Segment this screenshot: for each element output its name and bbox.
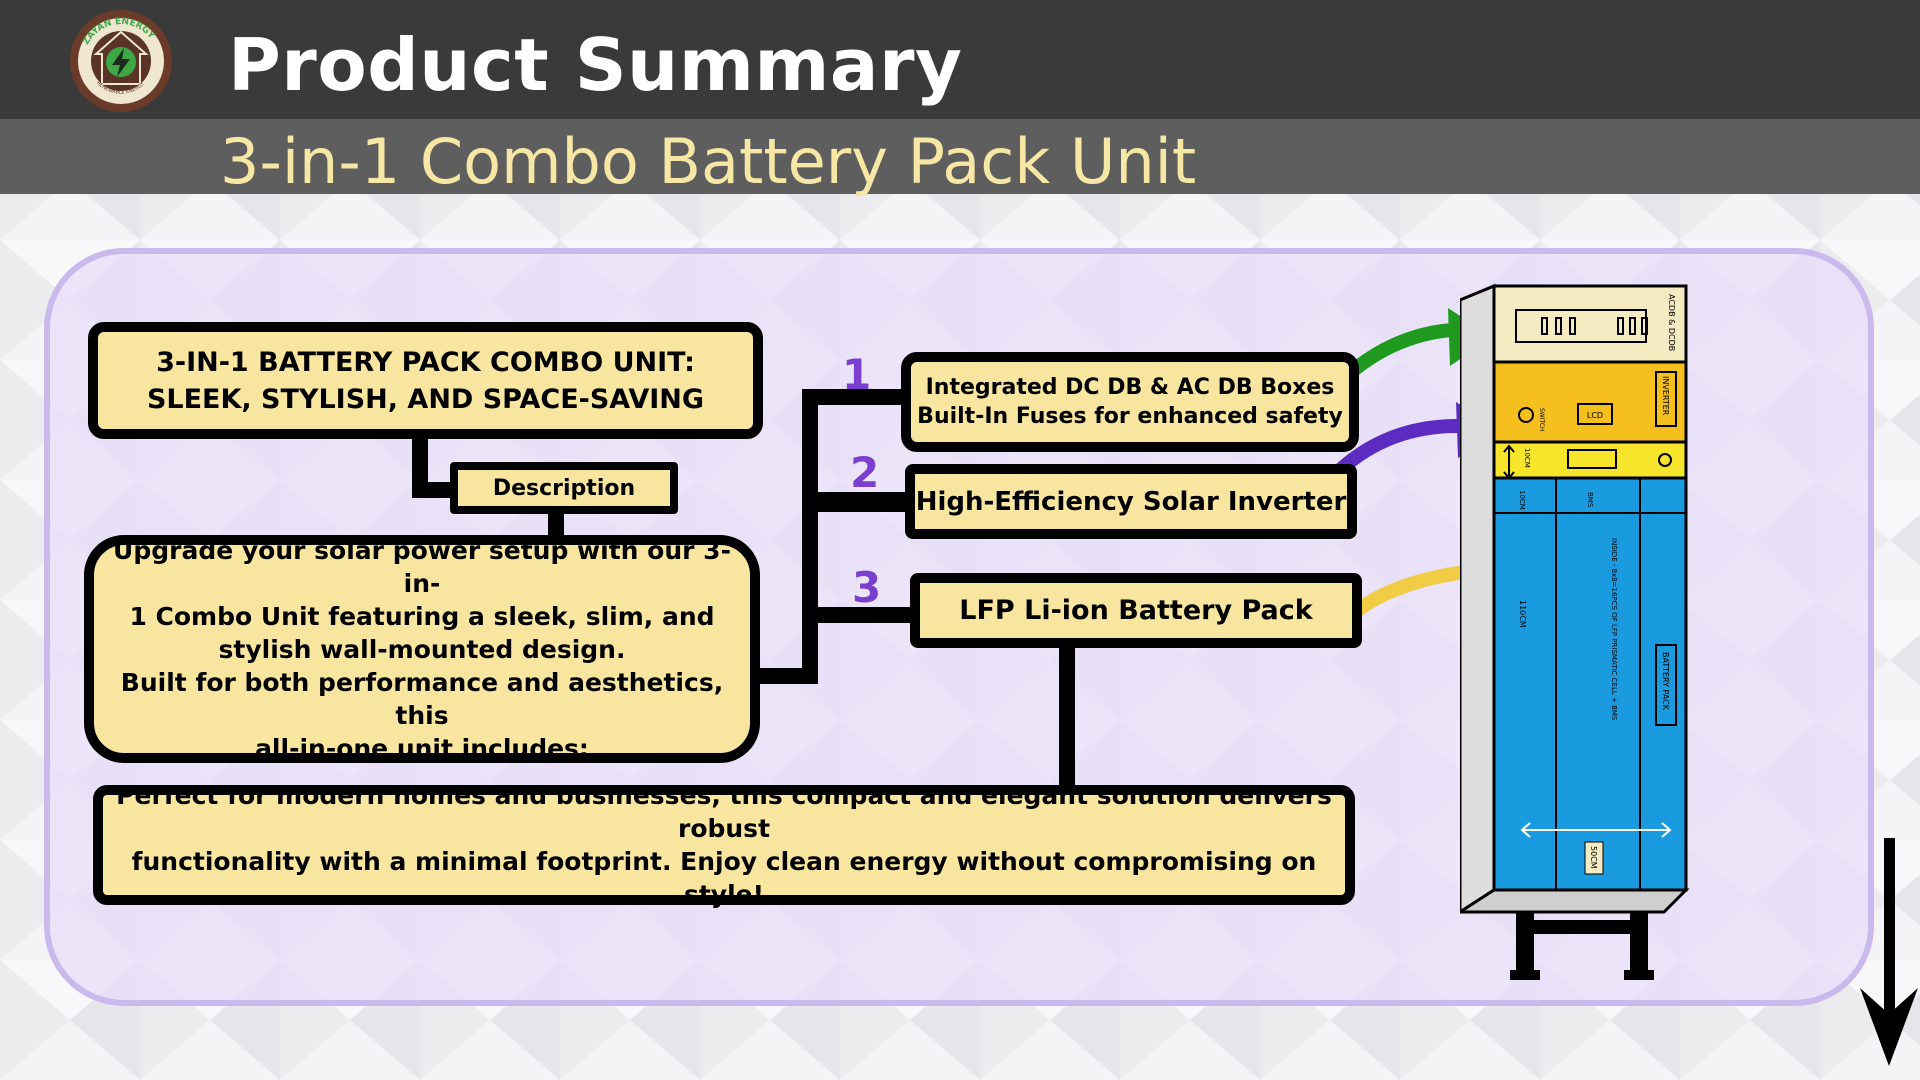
- down-arrow-icon: [1860, 838, 1918, 1066]
- inside-label: INSIDE - 8x8=16PCS OF LFP PRISMATIC CELL…: [1610, 538, 1618, 721]
- feature-1-line-2: Built-In Fuses for enhanced safety: [917, 404, 1343, 429]
- purple-arrow-shaft: [1335, 418, 1461, 476]
- company-logo: ZAYAN ENERGY RENEWABLE ENERGY: [70, 10, 172, 112]
- feature-2-number: 2: [850, 448, 880, 497]
- bms-label: BMS: [1586, 492, 1594, 508]
- feature-1-line-1: Integrated DC DB & AC DB Boxes: [925, 375, 1335, 400]
- dim-50cm: 50CM: [1589, 846, 1598, 869]
- feature-3-box: LFP Li-ion Battery Pack: [910, 573, 1362, 648]
- intro-line-3: stylish wall-mounted design.: [218, 634, 626, 664]
- feature-2-box: High-Efficiency Solar Inverter: [905, 464, 1357, 539]
- acdb-dcdb-section: [1492, 284, 1688, 364]
- intro-box: Upgrade your solar power setup with our …: [84, 535, 760, 763]
- intro-line-2: 1 Combo Unit featuring a sleek, slim, an…: [129, 601, 715, 631]
- intro-to-feature-1-line: [760, 389, 901, 684]
- page-title: Product Summary: [228, 23, 963, 107]
- intro-line-1: Upgrade your solar power setup with our …: [113, 535, 731, 598]
- intro-line-5: all-in-one unit includes:: [255, 733, 589, 763]
- intro-line-4: Built for both performance and aesthetic…: [120, 667, 724, 730]
- dim-10cm-b: 10CM: [1518, 490, 1526, 510]
- closing-line-2: functionality with a minimal footprint. …: [131, 847, 1317, 909]
- cabinet-side: [1460, 283, 1496, 914]
- battery-section: [1492, 476, 1688, 892]
- inverter-label: INVERTER: [1661, 376, 1670, 416]
- acdb-label: ACDB & DCDB: [1667, 294, 1676, 351]
- feature-1-number: 1: [842, 350, 872, 399]
- header-bar: [0, 0, 1920, 119]
- switch-label: SWITCH: [1538, 408, 1545, 432]
- cabinet-bottom: [1460, 888, 1690, 914]
- closing-box: Perfect for modern homes and businesses,…: [93, 781, 1355, 909]
- feature-3-number: 3: [852, 563, 882, 612]
- lcd-label: LCD: [1587, 411, 1603, 420]
- closing-line-1: Perfect for modern homes and businesses,…: [116, 781, 1332, 843]
- title-box: 3-IN-1 BATTERY PACK COMBO UNIT: SLEEK, S…: [88, 322, 763, 439]
- description-label: Description: [450, 462, 678, 514]
- inverter-section: [1492, 360, 1688, 444]
- subheader-bar: [0, 119, 1920, 194]
- feature-1-box: Integrated DC DB & AC DB Boxes Built-In …: [901, 352, 1359, 452]
- dim-110cm: 110CM: [1518, 600, 1527, 628]
- battery-label: BATTERY PACK: [1661, 652, 1670, 711]
- dim-10cm-a: 10CM: [1523, 448, 1531, 468]
- title-box-line-2: SLEEK, STYLISH, AND SPACE-SAVING: [146, 383, 705, 415]
- title-box-line-1: 3-IN-1 BATTERY PACK COMBO UNIT:: [156, 346, 695, 378]
- title-to-description-line: [412, 439, 452, 498]
- cabinet-stand: [1510, 908, 1654, 980]
- page-subtitle: 3-in-1 Combo Battery Pack Unit: [220, 125, 1197, 198]
- cabinet-illustration: ACDB & DCDB LCD SWITCH INVERTER 10CM 10C…: [1460, 283, 1690, 980]
- switch-strip: [1492, 440, 1688, 480]
